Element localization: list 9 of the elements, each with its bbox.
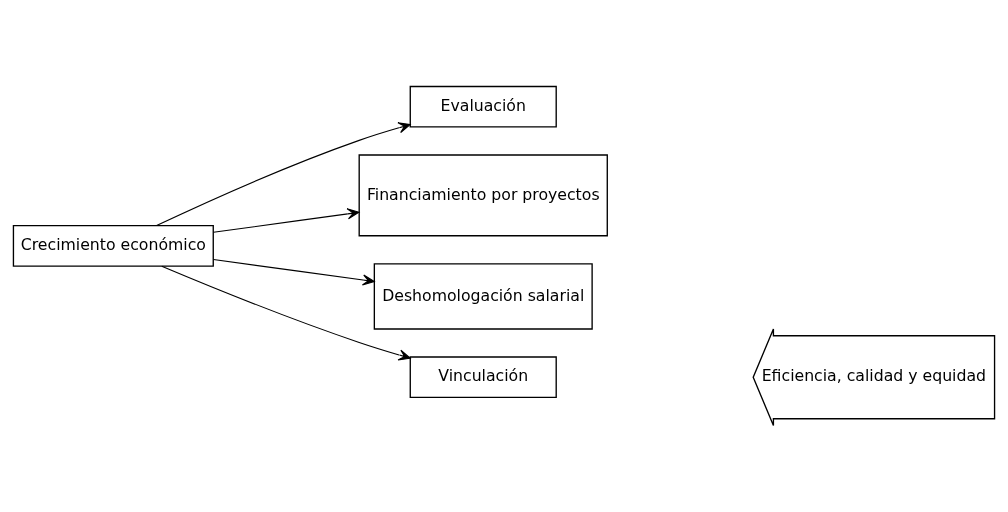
arrow <box>156 122 411 227</box>
arrow <box>212 208 360 233</box>
arrow <box>212 258 375 286</box>
node-box: Deshomologación salarial <box>373 263 593 330</box>
node-box: Crecimiento económico <box>12 225 214 267</box>
node-box: Evaluación <box>409 85 557 128</box>
node-box: Vinculación <box>409 356 557 399</box>
node-box: Financiamiento por proyectos <box>358 154 608 237</box>
arrow <box>161 265 411 361</box>
